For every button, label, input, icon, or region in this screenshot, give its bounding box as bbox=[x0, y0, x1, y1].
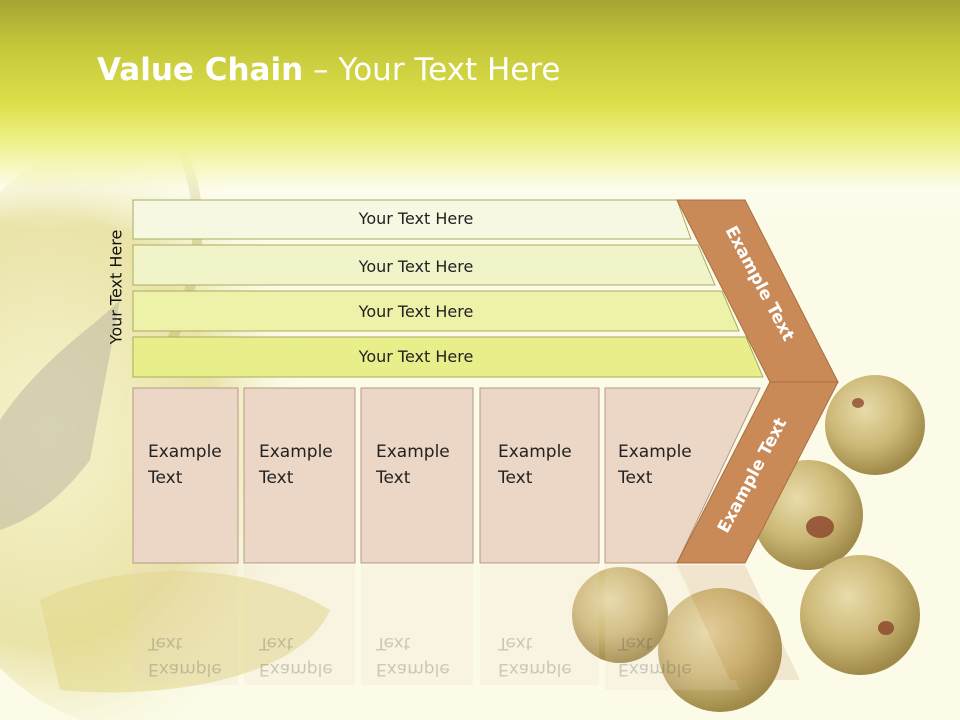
arrow-chevron-lower[interactable] bbox=[676, 381, 839, 564]
reflect-line: Text bbox=[498, 633, 533, 653]
column-text-3: Example Text bbox=[376, 439, 450, 491]
column-box-2[interactable] bbox=[243, 387, 356, 564]
title-bold: Value Chain bbox=[97, 52, 304, 88]
column-text-4: Example Text bbox=[498, 439, 572, 491]
reflect-line: Text bbox=[148, 633, 183, 653]
reflect-line: Text bbox=[259, 633, 294, 653]
row-bar-4[interactable]: Your Text Here bbox=[132, 336, 764, 378]
column-reflection-3: Example Text bbox=[376, 630, 450, 682]
column-reflection-1: Example Text bbox=[148, 630, 222, 682]
column-box-1[interactable] bbox=[132, 387, 239, 564]
column-text-5: Example Text bbox=[618, 439, 692, 491]
row-bar-1[interactable]: Your Text Here bbox=[132, 199, 692, 240]
column-4-line-2: Text bbox=[498, 468, 533, 488]
row-label-3: Your Text Here bbox=[358, 302, 474, 321]
column-text-1: Example Text bbox=[148, 439, 222, 491]
column-reflection-4: Example Text bbox=[498, 630, 572, 682]
column-box-4[interactable] bbox=[479, 387, 600, 564]
column-reflection-5: Example Text bbox=[618, 630, 692, 682]
reflect-line: Text bbox=[376, 633, 411, 653]
reflect-line: Text bbox=[618, 633, 653, 653]
page-title: Value Chain – Your Text Here bbox=[97, 52, 560, 88]
column-5-line-2: Text bbox=[618, 468, 653, 488]
row-bar-3[interactable]: Your Text Here bbox=[132, 290, 740, 332]
column-4-line-1: Example bbox=[498, 442, 572, 462]
column-5-line-1: Example bbox=[618, 442, 692, 462]
reflection bbox=[133, 565, 800, 690]
column-reflection-2: Example Text bbox=[259, 630, 333, 682]
row-label-1: Your Text Here bbox=[358, 209, 474, 228]
header-band bbox=[0, 0, 960, 190]
reflect-line: Example bbox=[376, 659, 450, 679]
row-bar-2[interactable]: Your Text Here bbox=[132, 244, 716, 286]
column-1-line-2: Text bbox=[148, 468, 183, 488]
column-3-line-2: Text bbox=[376, 468, 411, 488]
reflect-line: Example bbox=[148, 659, 222, 679]
reflect-line: Example bbox=[259, 659, 333, 679]
column-1-line-1: Example bbox=[148, 442, 222, 462]
column-box-3[interactable] bbox=[360, 387, 474, 564]
column-2-line-2: Text bbox=[259, 468, 294, 488]
column-2-line-1: Example bbox=[259, 442, 333, 462]
title-rest: – Your Text Here bbox=[303, 52, 561, 88]
row-label-2: Your Text Here bbox=[358, 257, 474, 276]
column-text-2: Example Text bbox=[259, 439, 333, 491]
reflect-line: Example bbox=[618, 659, 692, 679]
column-3-line-1: Example bbox=[376, 442, 450, 462]
row-label-4: Your Text Here bbox=[358, 347, 474, 366]
reflect-line: Example bbox=[498, 659, 572, 679]
